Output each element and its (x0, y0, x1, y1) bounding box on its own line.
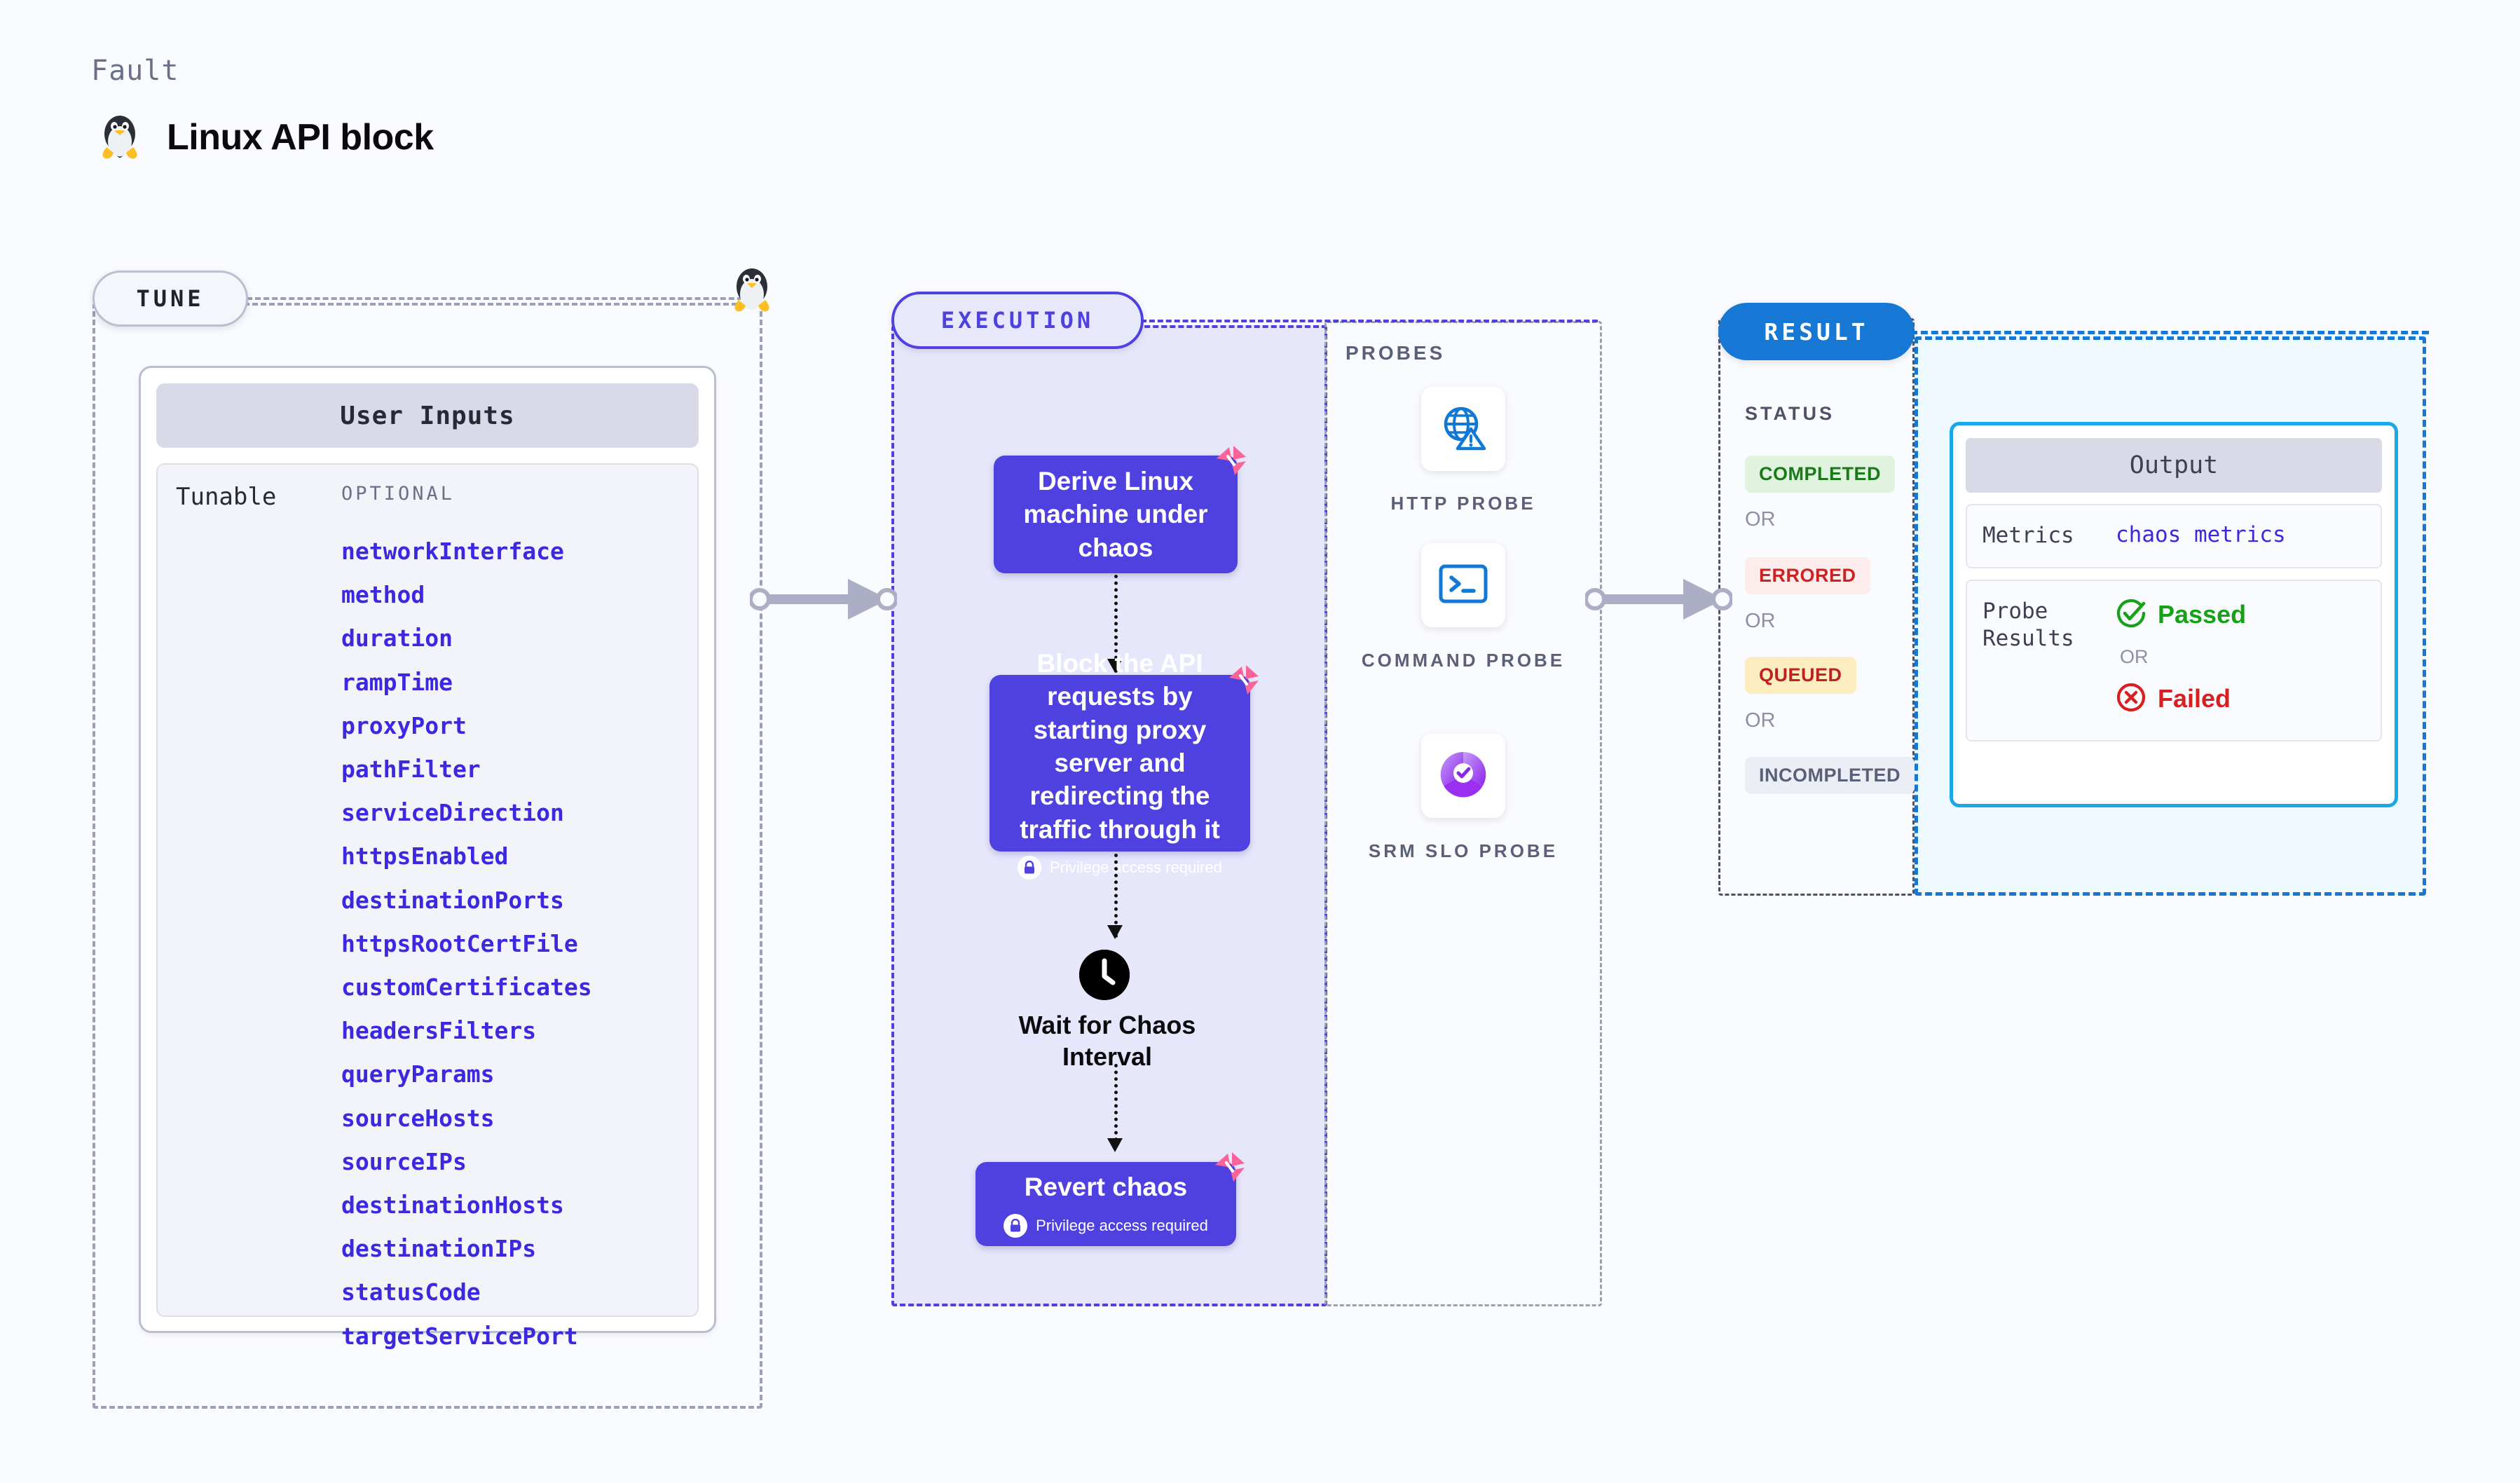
output-probe-values: Passed OR Failed (2116, 598, 2246, 716)
globe-warning-icon (1438, 402, 1488, 456)
tunable-item[interactable]: method (341, 581, 425, 609)
tunable-item[interactable]: httpsRootCertFile (341, 929, 578, 957)
result-stage-pill[interactable]: RESULT (1718, 303, 1915, 360)
output-title: Output (1966, 438, 2382, 493)
status-or-1: OR (1745, 508, 1776, 531)
privilege-required-label: Privilege access required (1036, 1216, 1208, 1234)
tux-penguin-icon (98, 112, 142, 163)
connector-tune-to-execution (748, 561, 898, 641)
tunable-list: OPTIONAL networkInterface method duration r… (341, 483, 697, 1350)
tunable-item[interactable]: statusCode (341, 1278, 481, 1306)
flow-arrow-2 (1107, 925, 1123, 939)
connector-execution-to-result (1584, 561, 1734, 641)
execution-dashed-connector-line (1141, 320, 1598, 322)
tunable-item[interactable]: rampTime (341, 668, 453, 696)
tunable-item[interactable]: queryParams (341, 1060, 495, 1088)
status-badge-completed: COMPLETED (1745, 456, 1896, 493)
execution-step-derive[interactable]: Derive Linux machine under chaos (994, 446, 1246, 573)
probes-section-label: PROBES (1345, 342, 1446, 364)
probe-tile-command[interactable] (1421, 543, 1505, 627)
output-row-metrics: Metrics chaos metrics (1966, 504, 2382, 568)
execution-step-revert-label: Revert chaos (1024, 1173, 1188, 1202)
flow-line-1 (1114, 575, 1118, 673)
output-metrics-key: Metrics (1983, 523, 2074, 548)
x-circle-icon (2116, 682, 2146, 716)
tunable-item[interactable]: sourceIPs (341, 1147, 467, 1175)
flow-line-2 (1114, 854, 1118, 938)
harness-badge-icon (1211, 1151, 1247, 1195)
probe-result-passed: Passed (2116, 598, 2246, 632)
tunable-item[interactable]: sourceHosts (341, 1104, 495, 1132)
tux-penguin-junction-icon (729, 265, 775, 319)
status-badge-incompleted: INCOMPLETED (1745, 757, 1915, 794)
probe-passed-label: Passed (2158, 600, 2247, 629)
result-dashed-connector-line (1910, 331, 2429, 334)
probe-result-or: OR (2120, 645, 2149, 667)
execution-step-block-label: Block the API requests by starting proxy… (1020, 648, 1220, 844)
user-inputs-title: User Inputs (156, 383, 699, 448)
output-probe-key: Probe Results (1983, 598, 2074, 652)
fault-eyebrow-label: Fault (91, 55, 179, 87)
terminal-prompt-icon (1437, 562, 1489, 609)
tunable-item[interactable]: destinationIPs (341, 1235, 537, 1263)
status-or-2: OR (1745, 610, 1776, 632)
tunable-item[interactable]: destinationHosts (341, 1191, 564, 1219)
execution-step-revert[interactable]: Revert chaos Privilege access required (975, 1152, 1245, 1246)
probe-tile-http[interactable] (1421, 387, 1505, 471)
tunable-item[interactable]: networkInterface (341, 538, 564, 565)
probe-result-failed: Failed (2116, 682, 2246, 716)
tune-dashed-connector-line (247, 297, 751, 300)
status-or-3: OR (1745, 709, 1776, 732)
execution-stage-pill[interactable]: EXECUTION (891, 292, 1144, 349)
probe-label-srm-slo: SRM SLO PROBE (1368, 840, 1559, 861)
tunable-item[interactable]: proxyPort (341, 711, 467, 739)
fault-title-row: Linux API block (98, 112, 434, 163)
tunable-item[interactable]: serviceDirection (341, 799, 564, 827)
srm-slo-check-icon (1438, 749, 1488, 803)
tunable-item[interactable]: httpsEnabled (341, 842, 509, 870)
tunable-item[interactable]: pathFilter (341, 756, 481, 784)
privilege-required-row: Privilege access required (1018, 856, 1222, 880)
privilege-required-row: Privilege access required (1004, 1213, 1208, 1238)
probe-failed-label: Failed (2158, 684, 2231, 713)
privilege-required-label: Privilege access required (1050, 859, 1222, 876)
flow-arrow-1 (1107, 659, 1123, 673)
output-row-probe-results: Probe Results Passed OR (1966, 579, 2382, 742)
tunable-item[interactable]: destinationPorts (341, 886, 564, 914)
execution-step-derive-label: Derive Linux machine under chaos (1023, 466, 1208, 562)
status-section-label: STATUS (1745, 403, 1835, 424)
user-inputs-card: User Inputs Tunable OPTIONAL networkInte… (139, 366, 716, 1350)
flow-arrow-3 (1107, 1138, 1123, 1152)
clock-icon (1079, 950, 1130, 1000)
execution-step-wait-label: Wait for Chaos Interval (1018, 1011, 1196, 1071)
status-badge-queued: QUEUED (1745, 657, 1856, 694)
tunable-panel: Tunable OPTIONAL networkInterface method d… (156, 463, 699, 1350)
execution-step-block[interactable]: Block the API requests by starting proxy… (989, 649, 1259, 880)
output-card: Output Metrics chaos metrics Probe Resul… (1950, 422, 2398, 807)
flow-line-3 (1114, 1064, 1118, 1148)
probe-label-command: COMMAND PROBE (1361, 650, 1566, 671)
probe-label-http: HTTP PROBE (1390, 493, 1536, 514)
tunable-item[interactable]: customCertificates (341, 973, 592, 1002)
lock-icon (1018, 856, 1042, 880)
tunable-item[interactable]: duration (341, 624, 453, 652)
lock-icon (1004, 1213, 1028, 1238)
tune-stage-pill[interactable]: TUNE (93, 271, 248, 327)
tunable-item[interactable]: targetServicePort (341, 1322, 578, 1350)
page-title: Linux API block (167, 117, 434, 158)
harness-badge-icon (1225, 664, 1261, 708)
tune-stage-boundary (93, 303, 762, 1409)
tunable-item[interactable]: headersFilters (341, 1017, 537, 1045)
tunable-label: Tunable (176, 483, 277, 511)
status-badge-errored: ERRORED (1745, 557, 1870, 594)
harness-badge-icon (1212, 444, 1249, 488)
optional-group-label: OPTIONAL (341, 483, 456, 505)
probe-tile-srm-slo[interactable] (1421, 734, 1505, 818)
output-metrics-value[interactable]: chaos metrics (2116, 522, 2286, 547)
check-circle-icon (2116, 598, 2146, 632)
